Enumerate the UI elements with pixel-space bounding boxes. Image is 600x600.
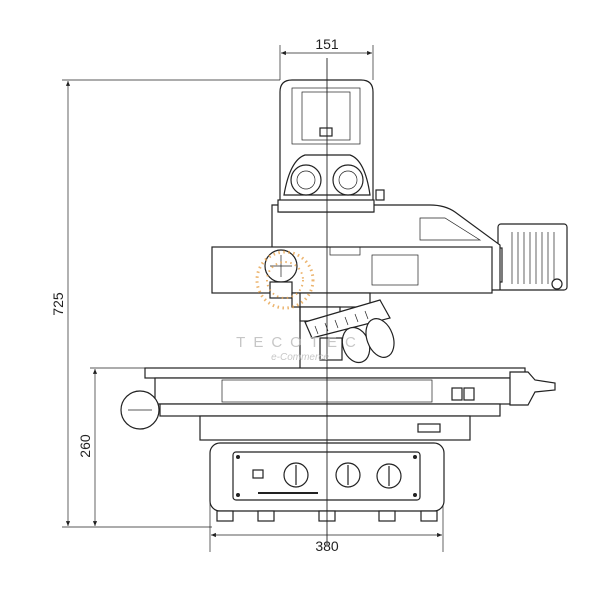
dimension-top-width: 151 [279, 36, 374, 80]
power-switch [252, 469, 264, 479]
objective [319, 337, 343, 361]
illuminator [211, 246, 493, 294]
eyepiece-right [332, 164, 364, 196]
dimension-stage-height: 260 [77, 367, 145, 526]
control-panel [232, 451, 421, 501]
eyepiece-left [290, 164, 322, 196]
objective [365, 318, 395, 358]
dim-label-380: 380 [315, 538, 339, 554]
svg-text:TECOTEC: TECOTEC [236, 334, 364, 351]
dimension-total-height: 725 [50, 79, 280, 528]
dim-label-260: 260 [77, 434, 93, 458]
dimension-base-width: 380 [209, 500, 444, 554]
nosepiece [304, 299, 391, 339]
watermark-logo: TECOTEC e-Commerce [236, 250, 364, 363]
dim-label-725: 725 [50, 292, 66, 316]
svg-text:e-Commerce: e-Commerce [271, 352, 329, 363]
stage-handle [509, 371, 556, 406]
dim-label-151: 151 [315, 36, 339, 52]
microscope-body [120, 79, 568, 522]
stage-top [144, 367, 526, 379]
